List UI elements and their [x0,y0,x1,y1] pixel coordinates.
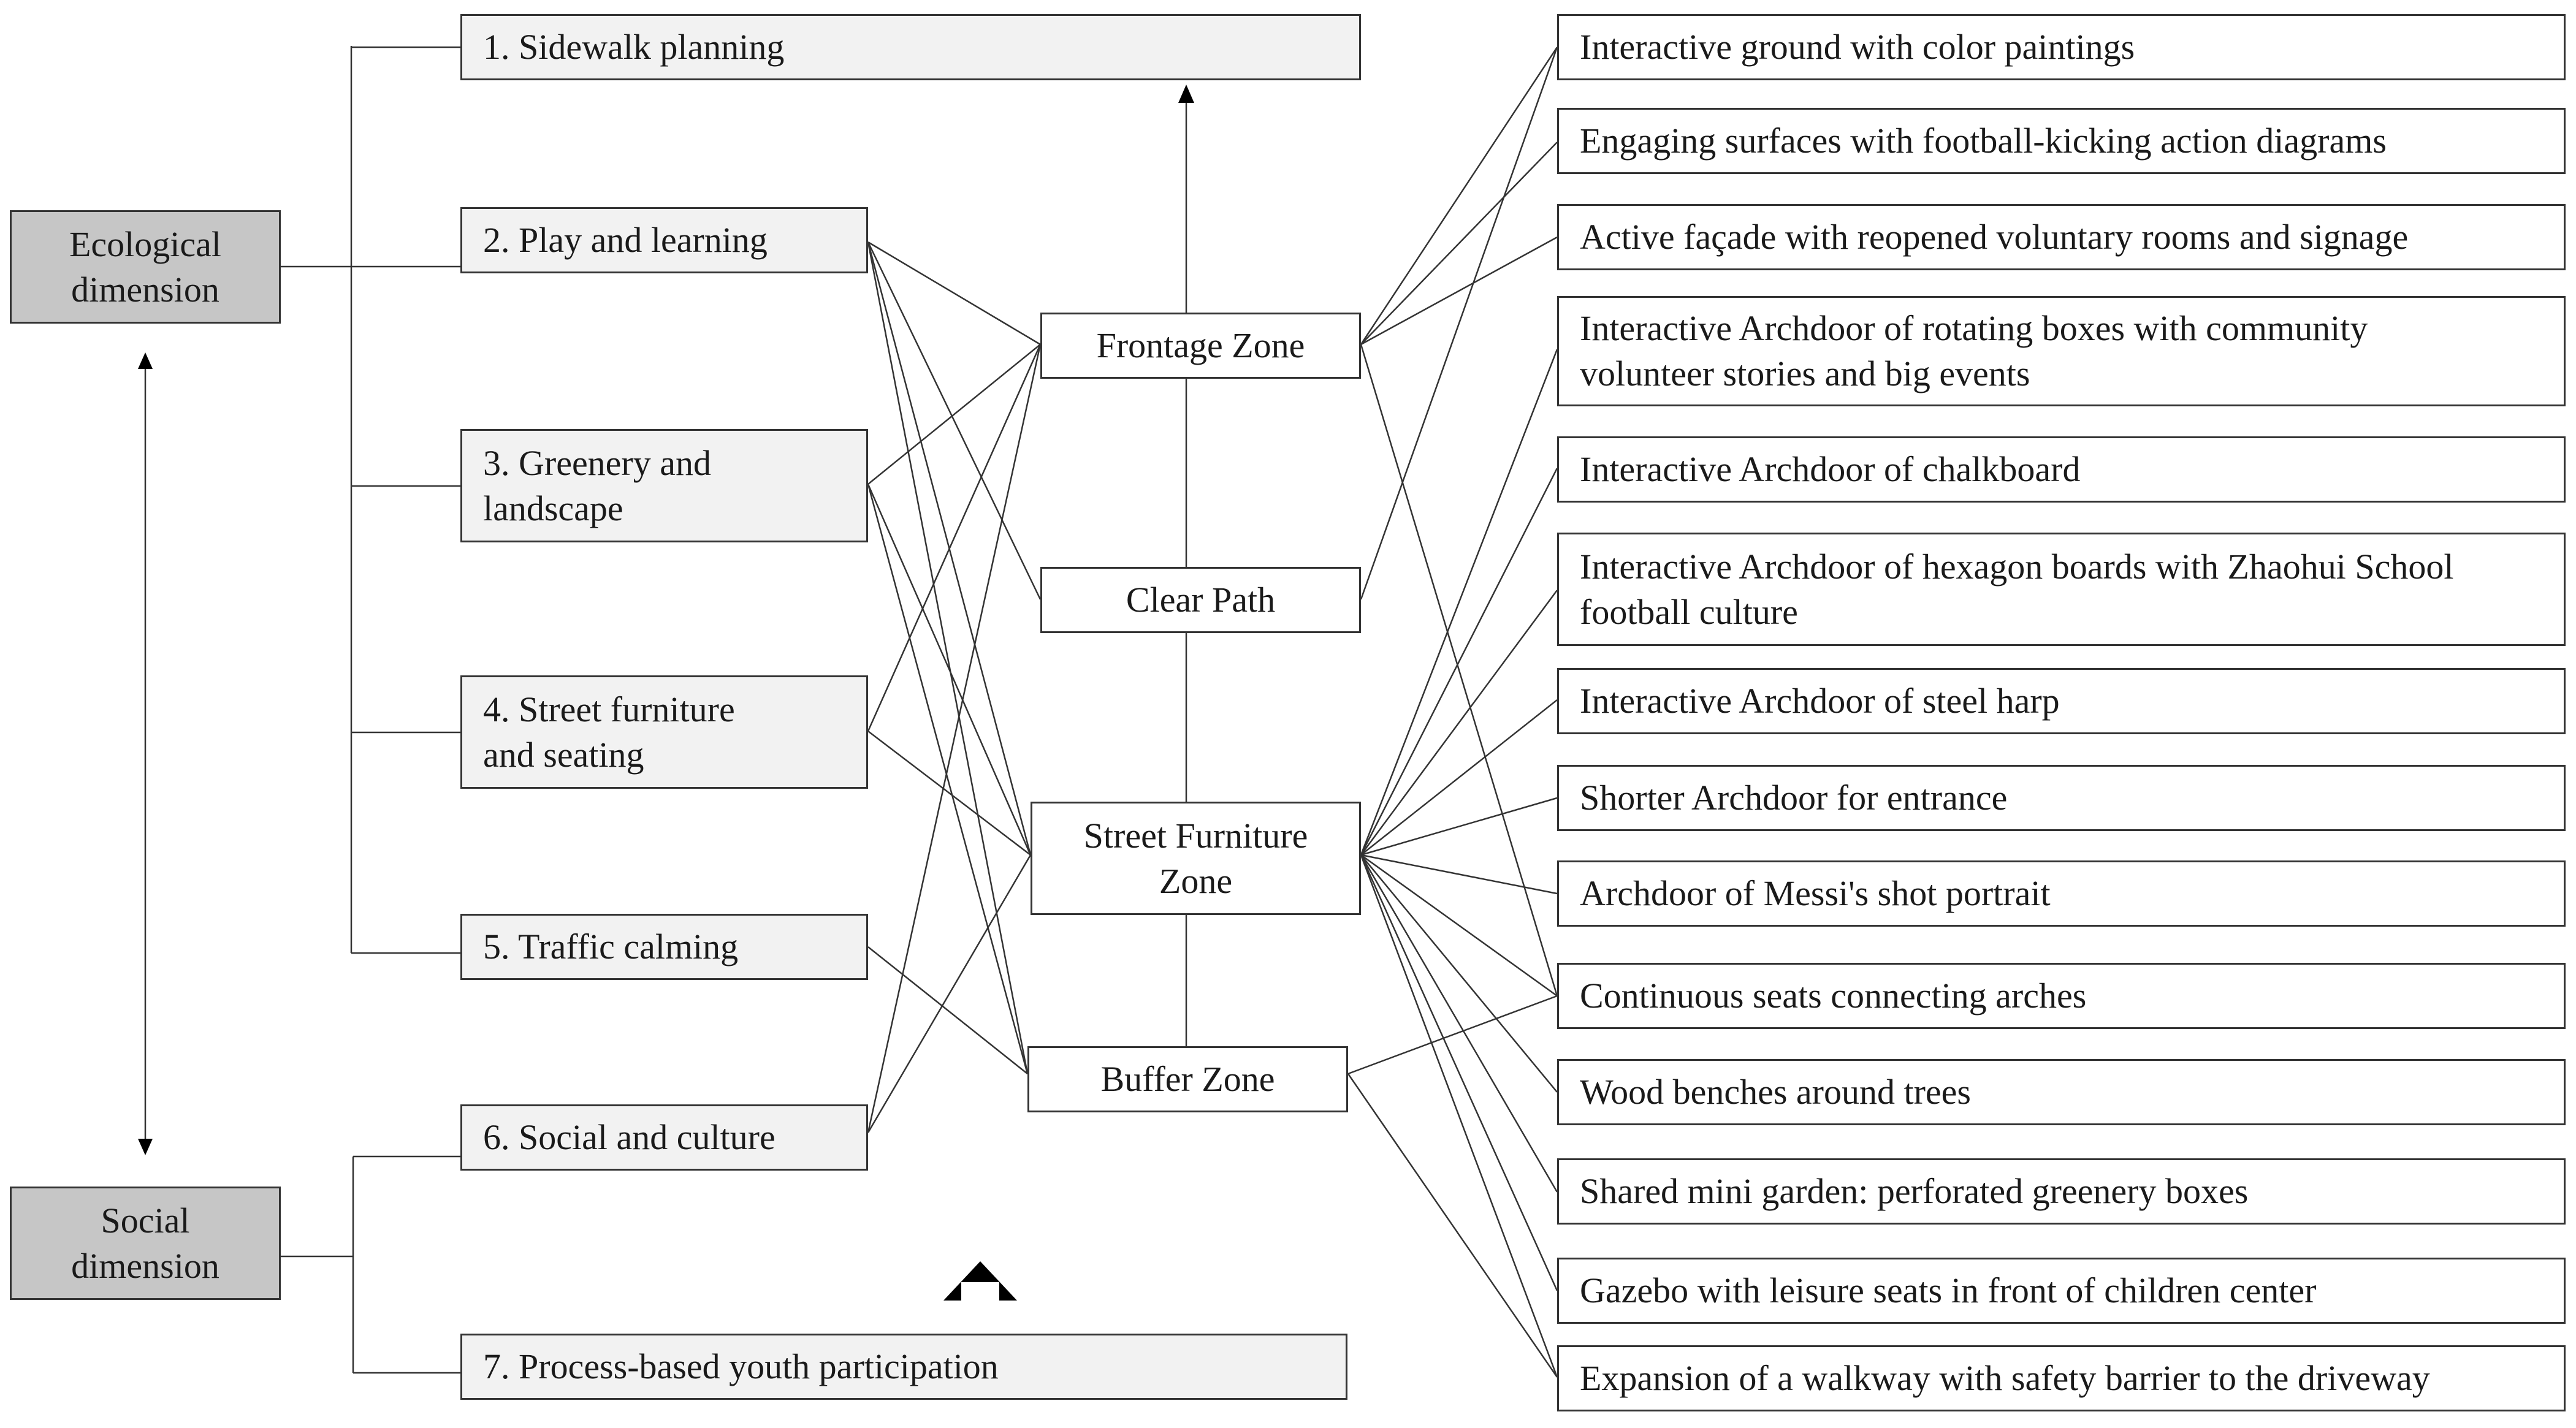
connector-line [867,731,1031,856]
arrow-head-down-icon [138,1139,153,1155]
connector-line [867,241,1029,1074]
connector-line [1360,854,1558,1193]
connector-line [1347,1073,1558,1378]
zone-street-furniture: Street Furniture Zone [1031,802,1361,915]
category-play-and-learning: 2. Play and learning [460,207,868,273]
item-gazebo: Gazebo with leisure seats in front of ch… [1557,1258,2566,1324]
connector-line [1360,468,1558,856]
connector-line [867,484,1032,856]
connector-line [1360,699,1558,856]
connector-line [1360,590,1558,856]
connector-line [1360,854,1558,997]
connector-line [1360,797,1558,856]
connector-line [867,241,1041,346]
ecological-dimension-box: Ecological dimension [10,210,281,324]
category-greenery-and-landscape: 3. Greenery and landscape [460,429,868,542]
connector-line [867,344,1042,1133]
connector-line [1360,142,1558,345]
connector-line [1347,995,1558,1075]
zone-frontage: Frontage Zone [1040,313,1361,379]
item-archdoor-messi-portrait: Archdoor of Messi's shot portrait [1557,860,2566,927]
connector-line [1360,344,1558,997]
item-archdoor-rotating-boxes: Interactive Archdoor of rotating boxes w… [1557,296,2566,406]
connector-line [867,484,1029,1074]
item-shared-mini-garden: Shared mini garden: perforated greenery … [1557,1158,2566,1225]
social-dimension-box: Social dimension [10,1187,281,1300]
category-social-and-culture: 6. Social and culture [460,1104,868,1171]
item-engaging-surfaces: Engaging surfaces with football-kicking … [1557,108,2566,174]
connector-line [1360,854,1558,1378]
connector-line [867,854,1032,1133]
connector-line [1360,349,1558,856]
category-street-furniture-and-seating: 4. Street furniture and seating [460,675,868,789]
arrow-head-up-icon [138,352,153,369]
thick-up-arrow-icon [943,1261,1017,1301]
connector-line [1360,47,1558,600]
zone-buffer: Buffer Zone [1027,1046,1348,1112]
category-traffic-calming: 5. Traffic calming [460,914,868,980]
connector-line [867,344,1042,732]
connector-line [1360,854,1558,1291]
item-active-facade: Active façade with reopened voluntary ro… [1557,204,2566,270]
connector-line [867,344,1041,485]
item-wood-benches: Wood benches around trees [1557,1059,2566,1125]
connector-line [867,946,1028,1074]
item-shorter-archdoor: Shorter Archdoor for entrance [1557,765,2566,831]
zone-clear-path: Clear Path [1040,567,1361,633]
connector-line [1360,236,1558,346]
connector-line [1360,854,1558,1093]
item-archdoor-chalkboard: Interactive Archdoor of chalkboard [1557,436,2566,503]
category-sidewalk-planning: 1. Sidewalk planning [460,14,1361,80]
connector-line [867,241,1042,600]
category-process-based-youth-participation: 7. Process-based youth participation [460,1334,1347,1400]
arrow-up-icon [1178,85,1194,103]
item-archdoor-steel-harp: Interactive Archdoor of steel harp [1557,668,2566,734]
item-walkway-expansion: Expansion of a walkway with safety barri… [1557,1345,2566,1411]
item-archdoor-hexagon-boards: Interactive Archdoor of hexagon boards w… [1557,533,2566,646]
connector-line [1360,47,1558,345]
item-continuous-seats: Continuous seats connecting arches [1557,963,2566,1029]
connector-line [1360,854,1558,895]
item-interactive-ground: Interactive ground with color paintings [1557,14,2566,80]
